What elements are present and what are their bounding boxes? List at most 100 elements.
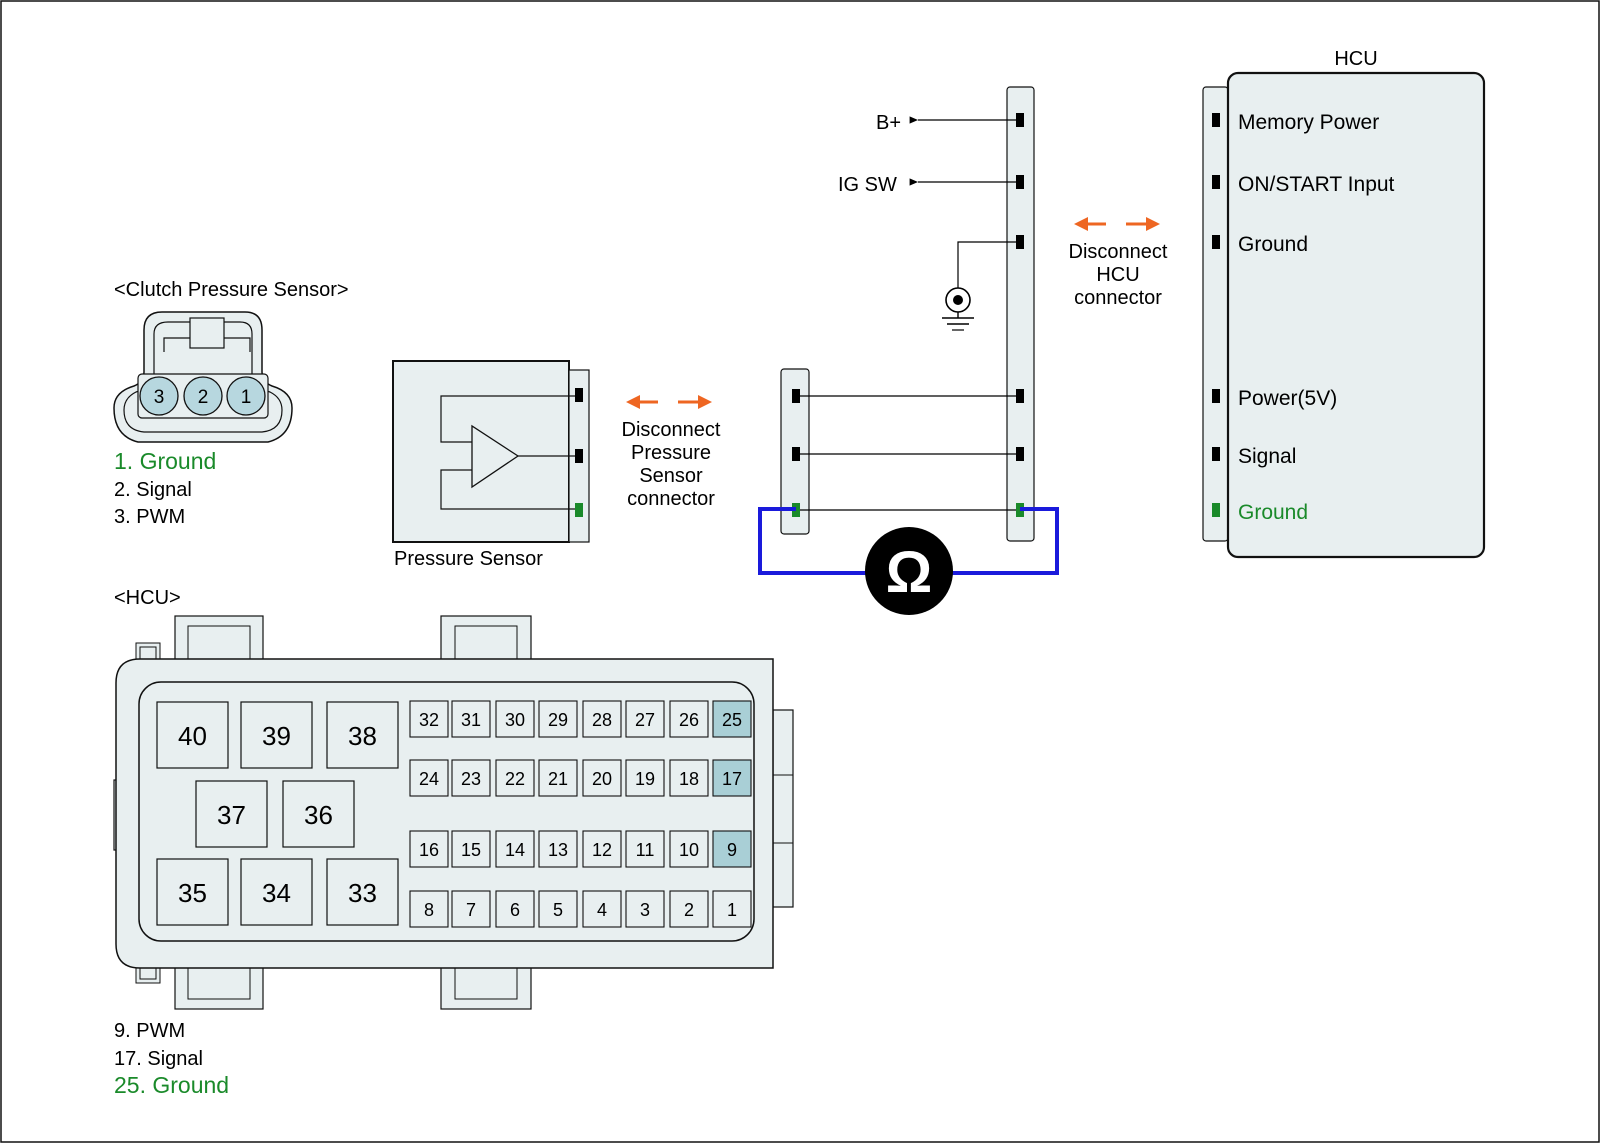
hcu-pin-cell-15 xyxy=(451,830,491,868)
harness-left-pin-2 xyxy=(792,447,800,461)
pressure-sensor-label: Pressure Sensor xyxy=(394,548,543,570)
sensor-connector-latch xyxy=(189,317,225,349)
harness-hcu-side-connector xyxy=(1006,86,1035,542)
hcu-pin-cell-14 xyxy=(495,830,535,868)
harness-right-pin-b-plus xyxy=(1016,113,1024,127)
hcu-module-pin-label: Power(5V) xyxy=(1238,387,1337,410)
hcu-pin-number: 33 xyxy=(348,878,377,908)
hcu-module-title: HCU xyxy=(1334,48,1377,70)
disconnect-label-line: HCU xyxy=(1096,264,1139,286)
hcu-pin-number: 27 xyxy=(635,710,655,730)
sensor-pin-2 xyxy=(183,376,223,416)
hcu-connector-tab xyxy=(187,964,251,1000)
hcu-legend-item: 17. Signal xyxy=(114,1048,203,1070)
hcu-pin-cell-31 xyxy=(451,700,491,738)
pressure-sensor-pin-2 xyxy=(575,449,583,463)
hcu-pin-number: 6 xyxy=(510,900,520,920)
hcu-pin-cell-2 xyxy=(669,890,709,928)
hcu-pin-cell-23 xyxy=(451,759,491,797)
hcu-pin-number: 16 xyxy=(419,840,439,860)
hcu-pin-cell-37 xyxy=(195,780,268,848)
hcu-pin-number: 13 xyxy=(548,840,568,860)
hcu-pin-number: 15 xyxy=(461,840,481,860)
harness-left-pin-1 xyxy=(792,389,800,403)
harness-right-pin-signal xyxy=(1016,447,1024,461)
hcu-connector-side-rail xyxy=(772,709,794,908)
hcu-pin-number: 39 xyxy=(262,721,291,751)
hcu-pin-cell-21 xyxy=(538,759,578,797)
hcu-connector-tab xyxy=(454,625,518,661)
ig-sw-label: IG SW xyxy=(838,174,897,196)
hcu-pin-cell-28 xyxy=(582,700,622,738)
sensor-pin-label: 3 xyxy=(154,387,165,408)
pressure-sensor: Pressure Sensor xyxy=(392,360,590,570)
hcu-legend-item: 25. Ground xyxy=(114,1072,229,1098)
hcu-module-pin xyxy=(1212,175,1220,189)
sensor-pin-1 xyxy=(226,376,266,416)
hcu-pin-cell-40 xyxy=(156,701,229,769)
hcu-pin-number: 38 xyxy=(348,721,377,751)
hcu-pin-cell-4 xyxy=(582,890,622,928)
hcu-module-pin-label: Memory Power xyxy=(1238,111,1379,134)
hcu-connector-tab xyxy=(454,964,518,1000)
hcu-pin-cell-8 xyxy=(409,890,449,928)
hcu-module-connector-strip xyxy=(1202,86,1229,542)
hcu-pin-cell-7 xyxy=(451,890,491,928)
hcu-pin-cell-32 xyxy=(409,700,449,738)
disconnect-label-line: Disconnect xyxy=(1069,241,1168,263)
hcu-pin-cell-38 xyxy=(326,701,399,769)
hcu-pin-cell-39 xyxy=(240,701,313,769)
hcu-pin-number: 23 xyxy=(461,769,481,789)
harness: B+ IG SW Ω xyxy=(758,86,1059,615)
ground-icon xyxy=(942,287,974,331)
hcu-module-pin-label: ON/START Input xyxy=(1238,173,1395,196)
hcu-pin-number: 11 xyxy=(636,840,655,860)
sensor-connector-latch-arms xyxy=(163,337,251,352)
hcu-pin-cell-19 xyxy=(625,759,665,797)
harness-right-pin-ig-sw xyxy=(1016,175,1024,189)
pressure-sensor-pin-1 xyxy=(575,388,583,402)
hcu-pin-number: 35 xyxy=(178,878,207,908)
hcu-pin-number: 1 xyxy=(727,900,737,920)
disconnect-label-line: connector xyxy=(627,488,715,510)
disconnect-arrows-icon xyxy=(1074,217,1160,231)
hcu-pin-number: 2 xyxy=(684,900,694,920)
sensor-legend-item: 1. Ground xyxy=(114,448,216,474)
hcu-pin-cell-5 xyxy=(538,890,578,928)
disconnect-label-line: Sensor xyxy=(639,465,703,487)
hcu-module-pin xyxy=(1212,447,1220,461)
hcu-pin-number: 7 xyxy=(466,900,476,920)
hcu-pin-cell-29 xyxy=(538,700,578,738)
hcu-module-pin-label: Ground xyxy=(1238,233,1308,256)
hcu-pin-number: 24 xyxy=(419,769,439,789)
hcu-pin-number: 36 xyxy=(304,800,333,830)
hcu-pin-cell-3 xyxy=(625,890,665,928)
hcu-pin-number: 32 xyxy=(419,710,439,730)
hcu-pin-cell-1 xyxy=(712,890,752,928)
hcu-pin-number: 4 xyxy=(597,900,607,920)
hcu-pin-cell-34 xyxy=(240,858,313,926)
hcu-pin-number: 25 xyxy=(722,710,742,730)
hcu-pin-cell-26 xyxy=(669,700,709,738)
hcu-pin-cell-22 xyxy=(495,759,535,797)
hcu-module-pin-label: Signal xyxy=(1238,445,1296,468)
hcu-pin-cell-27 xyxy=(625,700,665,738)
hcu-pin-cell-6 xyxy=(495,890,535,928)
sensor-connector-title: <Clutch Pressure Sensor> xyxy=(114,279,349,301)
pressure-sensor-pin-3 xyxy=(575,503,583,517)
sensor-pin-label: 2 xyxy=(198,387,209,408)
disconnect-label-line: Disconnect xyxy=(622,419,721,441)
hcu-pin-cell-11 xyxy=(625,830,665,868)
hcu-pin-cell-16 xyxy=(409,830,449,868)
harness-right-pin-ground xyxy=(1016,235,1024,249)
hcu-pin-number: 22 xyxy=(505,769,525,789)
hcu-pin-number: 20 xyxy=(592,769,612,789)
sensor-legend-item: 3. PWM xyxy=(114,506,185,528)
hcu-module-pin xyxy=(1212,113,1220,127)
sensor-pin-label: 1 xyxy=(241,387,252,408)
hcu-pin-cell-18 xyxy=(669,759,709,797)
